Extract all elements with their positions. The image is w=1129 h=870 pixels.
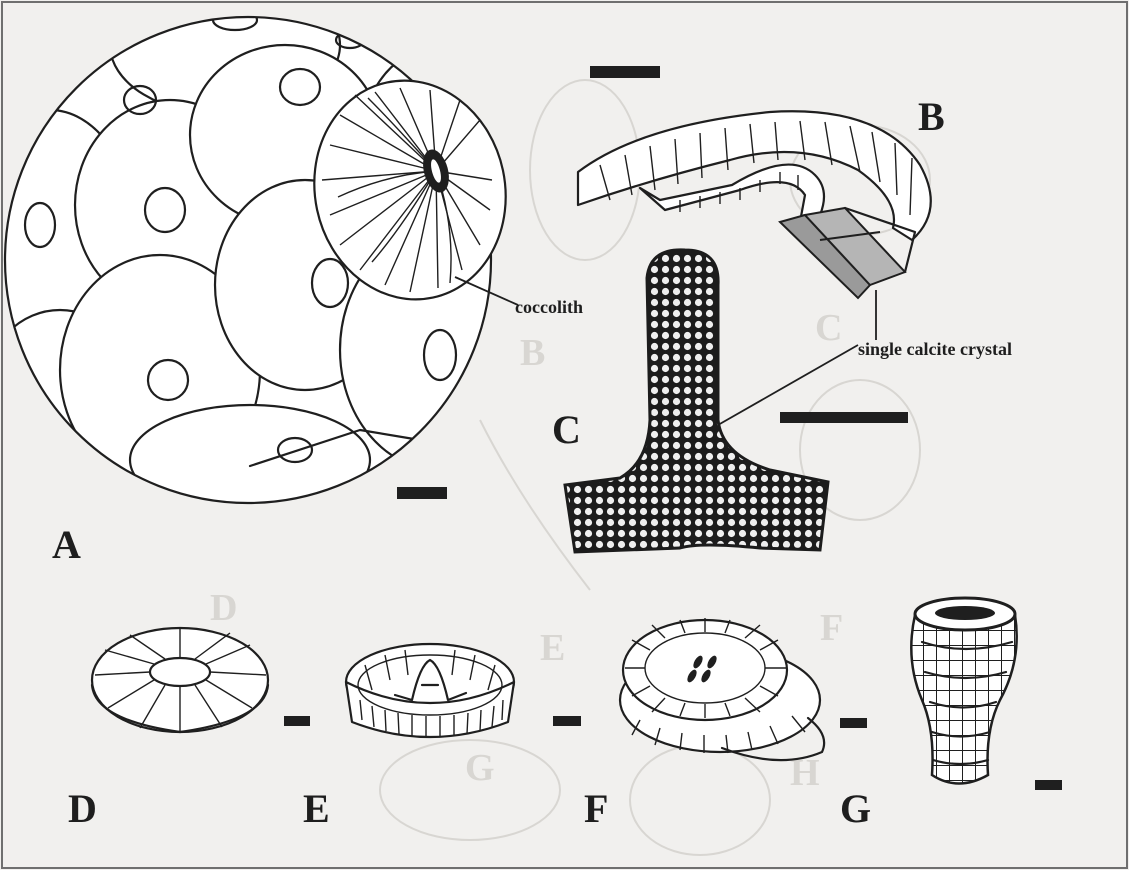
svg-text:G: G bbox=[465, 747, 495, 789]
scale-bar-b bbox=[590, 66, 660, 78]
scale-bar-e bbox=[553, 716, 581, 726]
panel-label-f: F bbox=[584, 786, 608, 831]
scale-bar-a bbox=[397, 487, 447, 499]
coccolith-label: coccolith bbox=[515, 297, 583, 317]
panel-label-e: E bbox=[303, 786, 330, 831]
panel-label-d: D bbox=[68, 786, 97, 831]
panel-label-g: G bbox=[840, 786, 871, 831]
placolith-d-drawing bbox=[92, 628, 268, 732]
coccolith-cutaway-drawing bbox=[578, 111, 931, 298]
calyptrolith-g-drawing bbox=[911, 598, 1016, 784]
scale-bar-g bbox=[1035, 780, 1062, 790]
scale-bar-c bbox=[780, 412, 908, 423]
calcite-crystal-label: single calcite crystal bbox=[858, 339, 1012, 359]
svg-text:E: E bbox=[540, 627, 565, 669]
coccosphere-drawing bbox=[0, 0, 540, 515]
panel-label-a: A bbox=[52, 522, 81, 567]
scale-bar-d bbox=[284, 716, 310, 726]
placolith-e-drawing bbox=[346, 644, 514, 737]
svg-text:F: F bbox=[820, 607, 843, 649]
svg-text:C: C bbox=[815, 307, 842, 349]
svg-text:B: B bbox=[520, 332, 545, 374]
scale-bar-f bbox=[840, 718, 867, 728]
panel-label-c: C bbox=[552, 407, 581, 452]
calcite-element-drawing bbox=[565, 250, 828, 552]
svg-text:D: D bbox=[210, 587, 237, 629]
panel-label-b: B bbox=[918, 94, 945, 139]
placolith-f-drawing bbox=[620, 618, 824, 760]
